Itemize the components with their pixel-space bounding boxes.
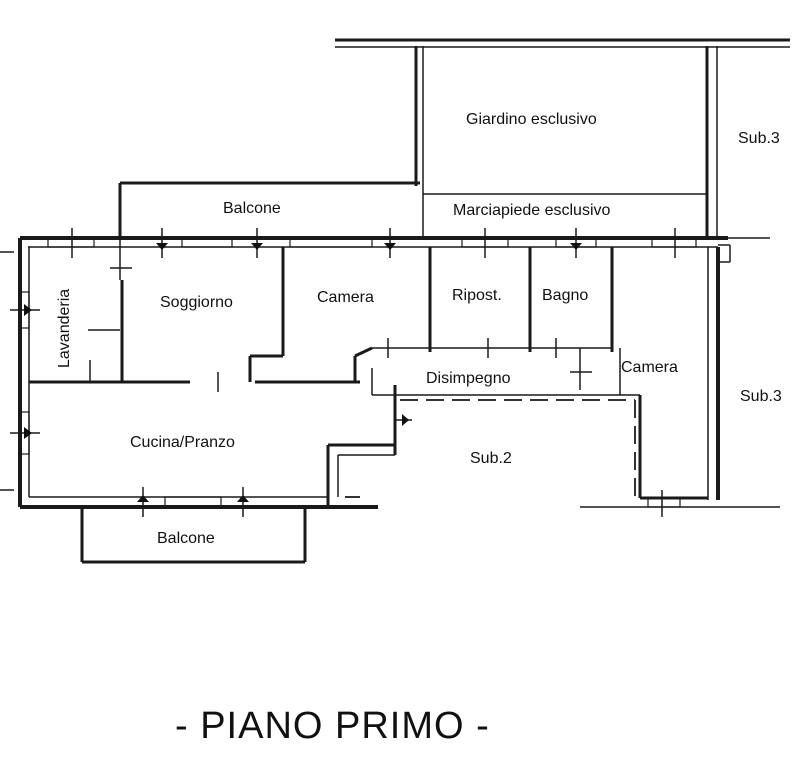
label-sub2: Sub.2: [470, 450, 512, 467]
label-ripost: Ripost.: [452, 287, 502, 304]
bottom-balcony-outline: [80, 507, 307, 564]
floor-title: - PIANO PRIMO -: [175, 705, 490, 747]
tick-marks: [10, 228, 676, 517]
label-camera-1: Camera: [317, 289, 374, 306]
label-disimpegno: Disimpegno: [426, 370, 511, 387]
label-sub3-top: Sub.3: [738, 130, 780, 147]
label-sub3-right: Sub.3: [740, 388, 782, 405]
label-balcone-top: Balcone: [223, 200, 281, 217]
fixture-markers: [24, 243, 582, 502]
label-soggiorno: Soggiorno: [160, 294, 233, 311]
sub2-boundary: [345, 399, 636, 498]
interior-walls: [29, 247, 708, 507]
garden-outline: [335, 38, 790, 238]
label-cucina: Cucina/Pranzo: [130, 434, 235, 451]
label-balcone-bottom: Balcone: [157, 530, 215, 547]
label-marciapiede: Marciapiede esclusivo: [453, 202, 611, 219]
label-camera-2: Camera: [621, 359, 678, 376]
top-balcony-outline: [118, 181, 707, 238]
label-lavanderia: Lavanderia: [56, 289, 73, 368]
label-bagno: Bagno: [542, 287, 588, 304]
label-giardino: Giardino esclusivo: [466, 111, 597, 128]
